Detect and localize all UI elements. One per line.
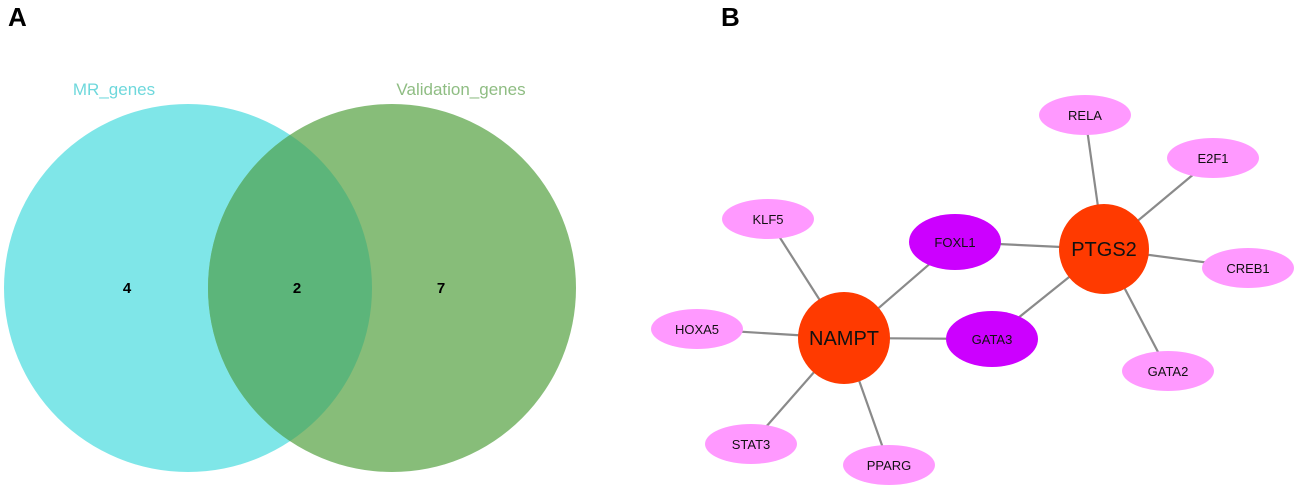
venn-count-mr-only: 4 [123, 280, 132, 297]
node-label-creb1: CREB1 [1226, 261, 1269, 276]
node-shape-gata3 [946, 311, 1038, 367]
panel-label-b: B [721, 2, 740, 32]
venn-label-mr-genes: MR_genes [73, 80, 155, 99]
node-label-hoxa5: HOXA5 [675, 322, 719, 337]
node-shape-nampt [798, 292, 890, 384]
node-creb1: CREB1 [1202, 248, 1294, 288]
node-label-pparg: PPARG [867, 458, 912, 473]
node-nampt: NAMPT [798, 292, 890, 384]
venn-overlap-region [208, 104, 372, 472]
node-e2f1: E2F1 [1167, 138, 1259, 178]
venn-count-overlap: 2 [293, 280, 301, 297]
node-shape-rela [1039, 95, 1131, 135]
node-label-ptgs2: PTGS2 [1071, 239, 1137, 261]
node-klf5: KLF5 [722, 199, 814, 239]
node-shape-ptgs2 [1059, 204, 1149, 294]
node-label-rela: RELA [1068, 108, 1102, 123]
venn-label-validation-genes: Validation_genes [396, 80, 525, 99]
node-gata3: GATA3 [946, 311, 1038, 367]
venn-count-validation-only: 7 [437, 280, 445, 297]
node-shape-pparg [843, 445, 935, 485]
node-shape-stat3 [705, 424, 797, 464]
node-shape-hoxa5 [651, 309, 743, 349]
node-shape-foxl1 [909, 214, 1001, 270]
node-label-nampt: NAMPT [809, 328, 879, 350]
node-foxl1: FOXL1 [909, 214, 1001, 270]
node-label-e2f1: E2F1 [1197, 151, 1228, 166]
node-hoxa5: HOXA5 [651, 309, 743, 349]
node-shape-creb1 [1202, 248, 1294, 288]
node-stat3: STAT3 [705, 424, 797, 464]
venn-diagram: MR_genes Validation_genes 4 2 7 [4, 80, 576, 472]
node-label-gata3: GATA3 [972, 332, 1013, 347]
node-ptgs2: PTGS2 [1059, 204, 1149, 294]
node-rela: RELA [1039, 95, 1131, 135]
panel-label-a: A [8, 2, 27, 32]
node-shape-e2f1 [1167, 138, 1259, 178]
node-label-klf5: KLF5 [752, 212, 783, 227]
node-shape-klf5 [722, 199, 814, 239]
node-label-stat3: STAT3 [732, 437, 771, 452]
network-edges [696, 114, 1249, 466]
node-shape-gata2 [1122, 351, 1214, 391]
node-label-foxl1: FOXL1 [934, 235, 975, 250]
node-gata2: GATA2 [1122, 351, 1214, 391]
node-label-gata2: GATA2 [1148, 364, 1189, 379]
node-pparg: PPARG [843, 445, 935, 485]
